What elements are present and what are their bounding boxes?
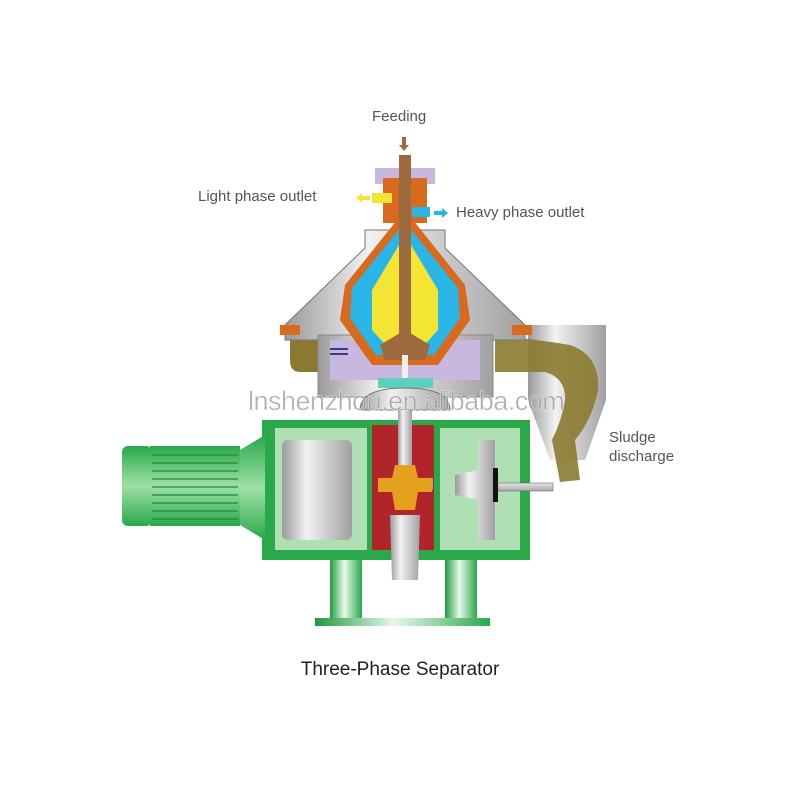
electric-motor [122,435,265,540]
sludge-label-line2: discharge [609,448,675,465]
feed-arrow-icon [399,137,409,151]
sludge-label-line1: Sludge [609,429,656,446]
feeding-label: Feeding [372,108,427,125]
sludge-discharge-label: Sludge discharge [609,428,674,466]
feed-pipe [399,155,411,355]
light-phase-port [372,193,392,203]
light-phase-arrow-icon [356,193,370,203]
watermark: lnshenzhou.en.alibaba.com [248,386,565,417]
light-phase-outlet-label: Light phase outlet [198,188,317,205]
gearbox-frame [262,410,554,580]
heavy-phase-port [412,207,430,217]
diagram-title: Three-Phase Separator [300,659,500,680]
sludge-cyclone [495,325,606,482]
base-stand [315,560,490,626]
heavy-phase-outlet-label: Heavy phase outlet [456,204,585,221]
heavy-phase-arrow-icon [434,208,448,218]
